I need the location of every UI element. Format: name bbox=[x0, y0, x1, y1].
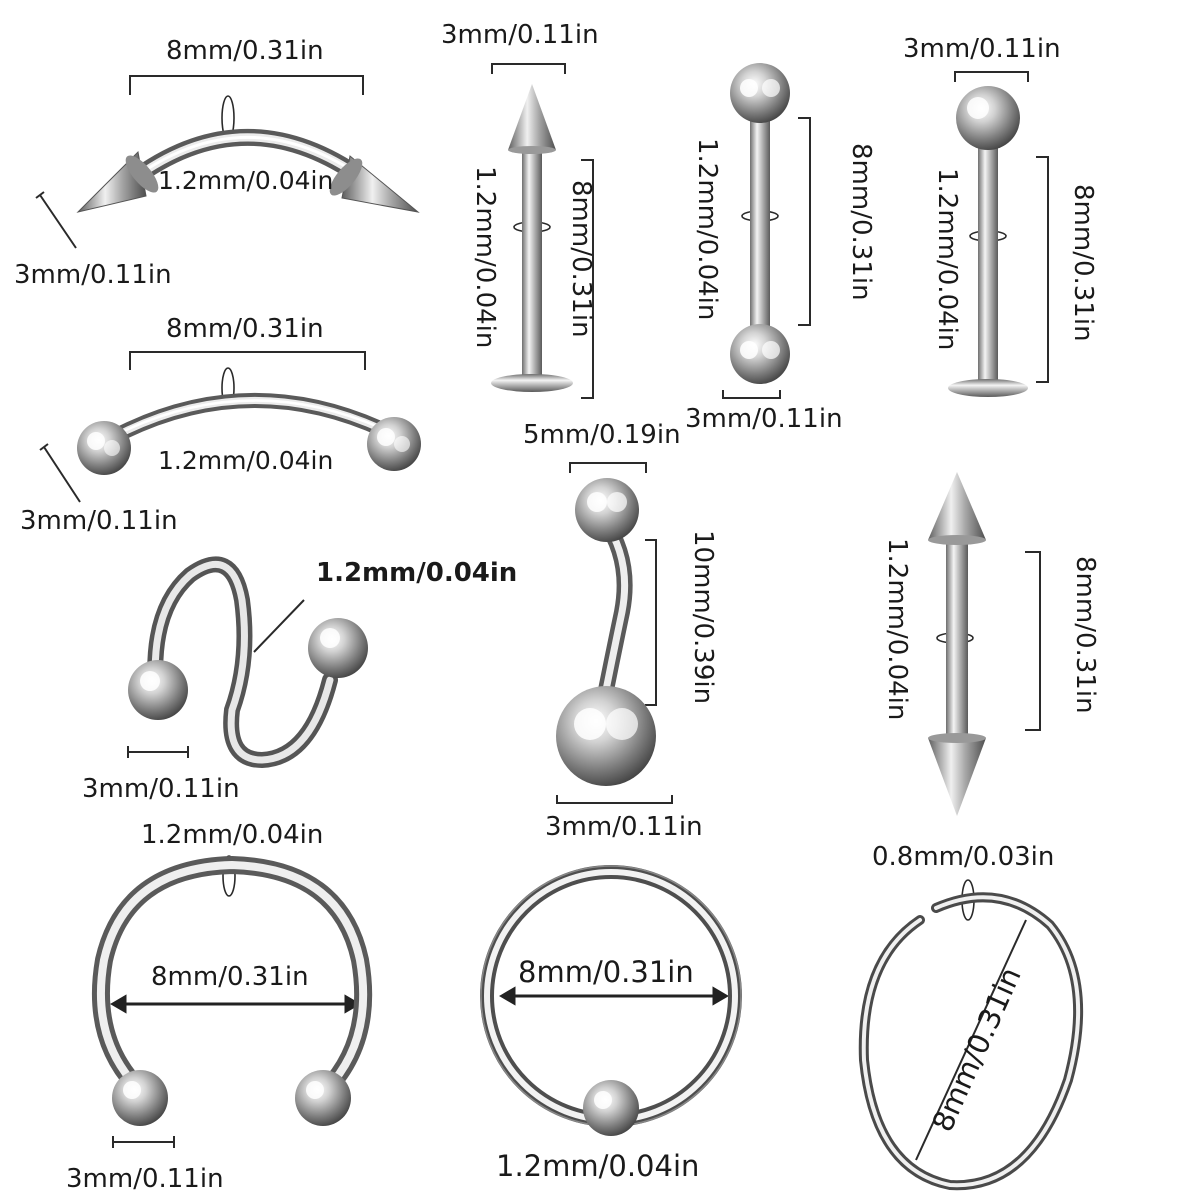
spike-barbell-gauge-label: 1.2mm/0.04in bbox=[882, 538, 912, 721]
horseshoe-icon bbox=[91, 855, 373, 1126]
belly-ring-icon bbox=[556, 478, 656, 786]
curved-ball-end-label: 3mm/0.11in bbox=[20, 506, 178, 536]
curved-spike-gauge-label: 1.2mm/0.04in bbox=[158, 166, 334, 195]
spike-barbell-icon bbox=[928, 472, 986, 816]
cbr-diameter-label: 8mm/0.31in bbox=[518, 955, 694, 989]
ball-labret-gauge-label: 1.2mm/0.04in bbox=[932, 168, 962, 351]
spike-barbell-length-label: 8mm/0.31in bbox=[1070, 556, 1100, 714]
ball-barbell-length-label: 8mm/0.31in bbox=[846, 143, 876, 301]
spiral-gauge-label: 1.2mm/0.04in bbox=[316, 558, 518, 588]
nose-hoop-icon bbox=[858, 892, 1084, 1191]
belly-top-label: 5mm/0.19in bbox=[523, 420, 681, 450]
spiral-end-label: 3mm/0.11in bbox=[82, 774, 240, 804]
horseshoe-end-label: 3mm/0.11in bbox=[66, 1164, 224, 1194]
belly-bottom-label: 3mm/0.11in bbox=[545, 812, 703, 842]
spike-labret-end-label: 3mm/0.11in bbox=[441, 20, 599, 50]
belly-length-label: 10mm/0.39in bbox=[688, 530, 718, 705]
curved-ball-length-label: 8mm/0.31in bbox=[166, 314, 324, 344]
diameter-arrows bbox=[110, 986, 729, 1014]
ball-labret-icon bbox=[948, 86, 1028, 397]
curved-spike-barbell-icon bbox=[76, 128, 420, 213]
curved-spike-length-label: 8mm/0.31in bbox=[166, 36, 324, 66]
horseshoe-gauge-label: 1.2mm/0.04in bbox=[141, 820, 324, 850]
curved-spike-end-label: 3mm/0.11in bbox=[14, 260, 172, 290]
curved-ball-gauge-label: 1.2mm/0.04in bbox=[158, 446, 334, 475]
curved-ball-barbell-icon bbox=[77, 393, 421, 475]
spiral-twist-icon bbox=[128, 556, 368, 769]
ball-barbell-end-label: 3mm/0.11in bbox=[685, 404, 843, 434]
captive-bead-ring-icon bbox=[480, 865, 742, 1136]
hoop-gauge-label: 0.8mm/0.03in bbox=[872, 842, 1055, 872]
dimension-lines bbox=[35, 63, 1049, 1161]
spike-labret-icon bbox=[491, 84, 573, 392]
cbr-gauge-label: 1.2mm/0.04in bbox=[496, 1149, 700, 1183]
spike-labret-gauge-label: 1.2mm/0.04in bbox=[470, 166, 500, 349]
horseshoe-diameter-label: 8mm/0.31in bbox=[151, 962, 309, 992]
ball-barbell-icon bbox=[730, 63, 790, 384]
ball-labret-length-label: 8mm/0.31in bbox=[1068, 184, 1098, 342]
ball-barbell-gauge-label: 1.2mm/0.04in bbox=[692, 138, 722, 321]
spike-labret-length-label: 8mm/0.31in bbox=[566, 180, 596, 338]
ball-labret-end-label: 3mm/0.11in bbox=[903, 34, 1061, 64]
